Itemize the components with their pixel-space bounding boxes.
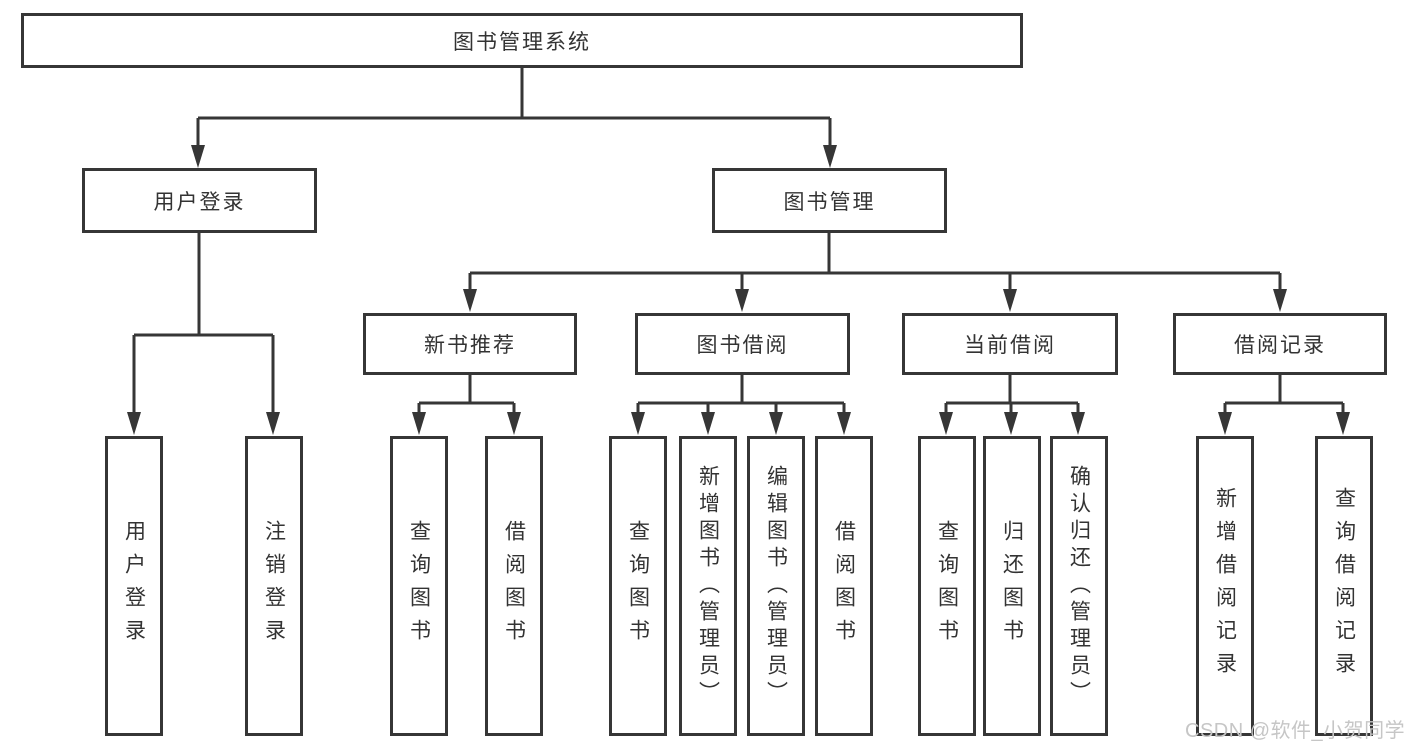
node-book-management-module: 图书管理 — [712, 168, 947, 233]
node-label: 用户登录 — [153, 190, 246, 214]
leaf-add-books-admin: 新增图书（管理员） — [679, 436, 737, 736]
leaf-borrow-books: 借阅图书 — [815, 436, 873, 736]
leaf-query-books-borrow: 查询图书 — [609, 436, 667, 736]
node-label: 当前借阅 — [964, 334, 1056, 357]
node-current-borrow: 当前借阅 — [902, 313, 1118, 375]
node-label: 借阅记录 — [1234, 334, 1326, 357]
leaf-user-login: 用户登录 — [105, 436, 163, 736]
leaf-label: 查询图书 — [626, 520, 650, 652]
leaf-label: 注销登录 — [262, 520, 286, 652]
node-book-borrow: 图书借阅 — [635, 313, 850, 375]
leaf-logout: 注销登录 — [245, 436, 303, 736]
leaf-query-books-current: 查询图书 — [918, 436, 976, 736]
node-user-login-module: 用户登录 — [82, 168, 317, 233]
leaf-borrow-books-recommend: 借阅图书 — [485, 436, 543, 736]
leaf-query-books-recommend: 查询图书 — [390, 436, 448, 736]
node-new-book-recommend: 新书推荐 — [363, 313, 577, 375]
leaf-add-borrow-record: 新增借阅记录 — [1196, 436, 1254, 736]
leaf-label: 编辑图书（管理员） — [764, 464, 788, 708]
leaf-confirm-return-admin: 确认归还（管理员） — [1050, 436, 1108, 736]
node-label: 图书借阅 — [696, 334, 789, 357]
leaf-label: 查询图书 — [935, 520, 959, 652]
leaf-label: 新增借阅记录 — [1213, 487, 1237, 685]
node-label: 新书推荐 — [424, 334, 516, 357]
leaf-label: 借阅图书 — [832, 520, 856, 652]
leaf-return-books: 归还图书 — [983, 436, 1041, 736]
leaf-label: 归还图书 — [1000, 520, 1024, 652]
csdn-watermark: CSDN @软件_小贺同学 — [1185, 720, 1405, 742]
leaf-label: 查询借阅记录 — [1332, 487, 1356, 685]
leaf-label: 借阅图书 — [502, 520, 526, 652]
leaf-label: 确认归还（管理员） — [1067, 464, 1091, 708]
leaf-label: 用户登录 — [122, 520, 146, 652]
node-borrow-records: 借阅记录 — [1173, 313, 1387, 375]
node-root-library-system: 图书管理系统 — [21, 13, 1023, 68]
node-label: 图书管理 — [783, 190, 876, 214]
node-root-label: 图书管理系统 — [453, 30, 591, 54]
leaf-label: 新增图书（管理员） — [696, 464, 720, 708]
leaf-edit-books-admin: 编辑图书（管理员） — [747, 436, 805, 736]
leaf-label: 查询图书 — [407, 520, 431, 652]
leaf-query-borrow-record: 查询借阅记录 — [1315, 436, 1373, 736]
